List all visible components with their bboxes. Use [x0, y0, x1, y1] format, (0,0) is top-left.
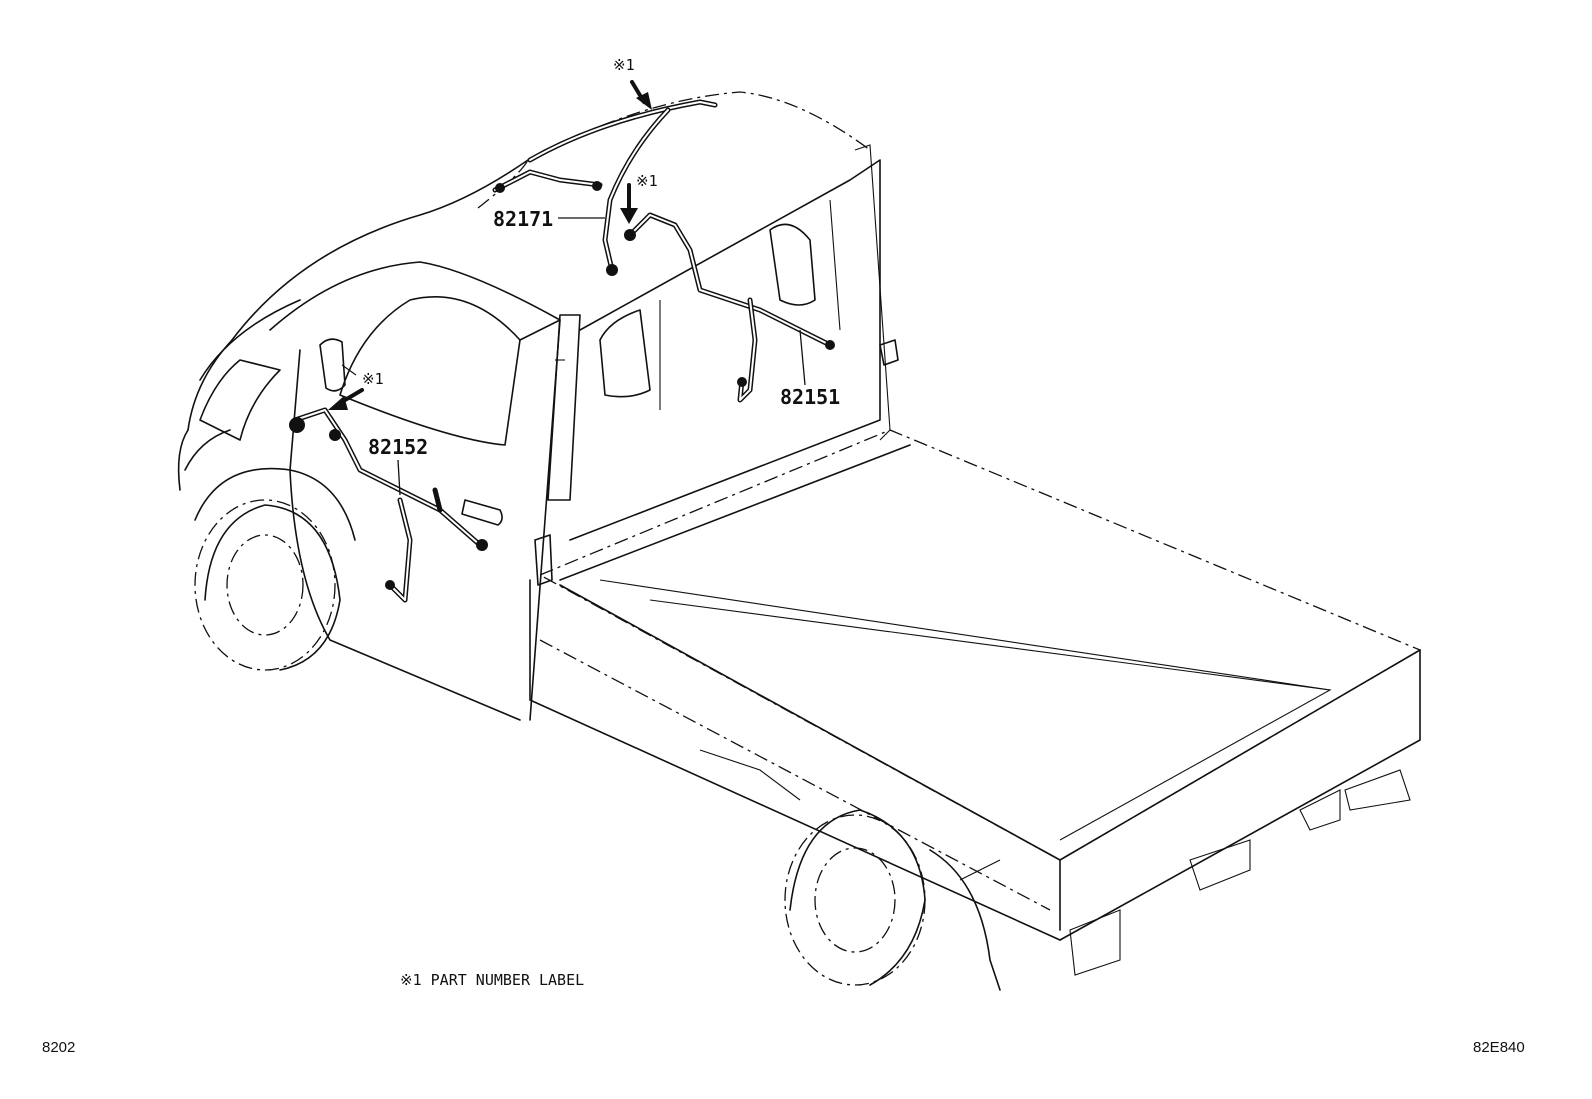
part-number-82151: 82151: [780, 385, 840, 409]
part-number-82171: 82171: [493, 207, 553, 231]
marker-arrow-door: [328, 388, 364, 410]
marker-label-door: ※1: [362, 370, 384, 388]
truck-cab: [177, 91, 1422, 991]
harness-82152: [289, 407, 488, 603]
marker-label-roof: ※1: [613, 56, 635, 74]
footer-right-code: 82E840: [1473, 1039, 1525, 1056]
marker-label-cab-rear: ※1: [636, 172, 658, 190]
leader-82152: [397, 459, 401, 496]
leader-82151: [799, 329, 806, 386]
footer-left-code: 8202: [42, 1039, 75, 1056]
marker-arrow-cab-rear: [620, 183, 638, 224]
harness-82151: [624, 212, 835, 403]
part-number-label-note: ※1 PART NUMBER LABEL: [400, 971, 584, 989]
harness-82171: [492, 99, 718, 276]
part-number-82152: 82152: [368, 435, 428, 459]
marker-arrow-roof: [630, 80, 652, 110]
